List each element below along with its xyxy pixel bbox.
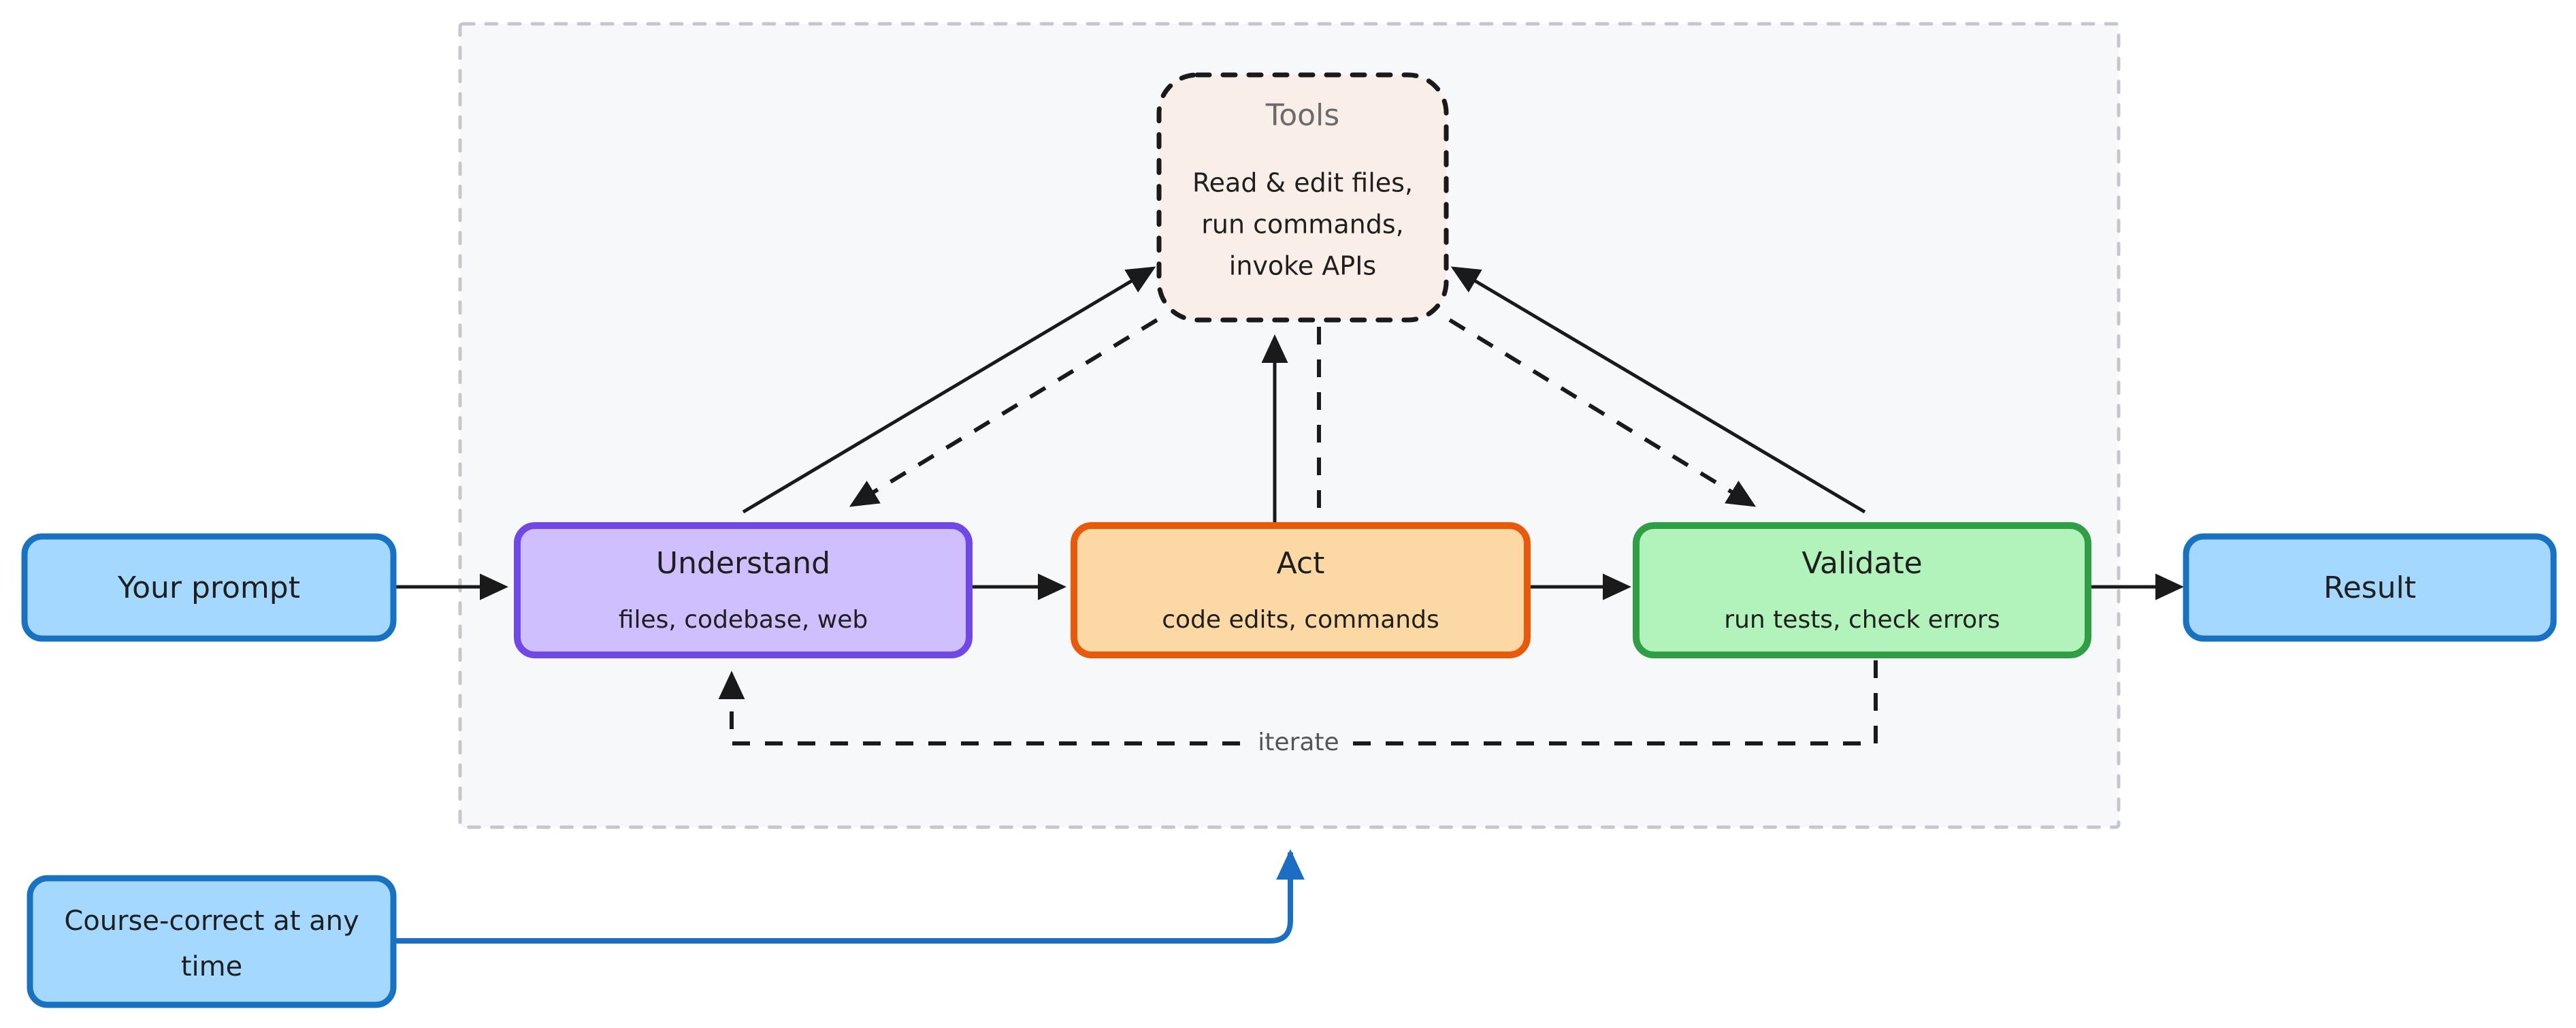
node-validate-title: Validate [1801,546,1922,581]
node-your-prompt-label: Your prompt [117,571,300,605]
node-tools-line-2: run commands, [1201,210,1403,240]
node-understand-shape[interactable] [514,522,973,658]
edge-tools-to-understand [849,318,1158,507]
node-understand[interactable]: Understand files, codebase, web [514,522,973,658]
node-validate[interactable]: Validate run tests, check errors [1633,522,2091,658]
node-result-shape[interactable] [2183,533,2557,642]
edge-label-iterate: iterate [1258,728,1339,756]
node-tools[interactable]: Tools Read & edit files, run commands, i… [1156,72,1449,323]
node-act-shape[interactable] [1071,522,1531,658]
node-understand-subtitle: files, codebase, web [619,606,868,634]
node-validate-subtitle: run tests, check errors [1724,606,2000,634]
node-course-correct-line-2: time [181,951,242,982]
edge-validate-to-tools [1450,266,1866,514]
node-act[interactable]: Act code edits, commands [1071,522,1531,658]
edge-tools-to-validate [1448,318,1757,507]
node-act-title: Act [1277,546,1325,581]
node-your-prompt-shape[interactable] [21,533,397,642]
node-your-prompt[interactable]: Your prompt [21,533,397,642]
node-course-correct-line-1: Course-correct at any [64,905,359,937]
node-tools-line-1: Read & edit files, [1192,168,1413,198]
node-act-subtitle: code edits, commands [1162,606,1439,634]
node-validate-shape[interactable] [1633,522,2091,658]
node-result[interactable]: Result [2183,533,2557,642]
edge-course-correct-to-loop [396,849,1305,944]
node-tools-line-3: invoke APIs [1229,251,1376,281]
node-tools-shape[interactable] [1156,72,1449,323]
iterate-label-backdrop [1244,724,1353,762]
node-course-correct[interactable]: Course-correct at any time [27,875,397,1008]
node-course-correct-shape[interactable] [27,875,397,1008]
node-tools-title: Tools [1265,98,1339,133]
node-result-label: Result [2324,571,2416,605]
node-understand-title: Understand [656,546,830,581]
edge-understand-to-tools [742,266,1156,514]
